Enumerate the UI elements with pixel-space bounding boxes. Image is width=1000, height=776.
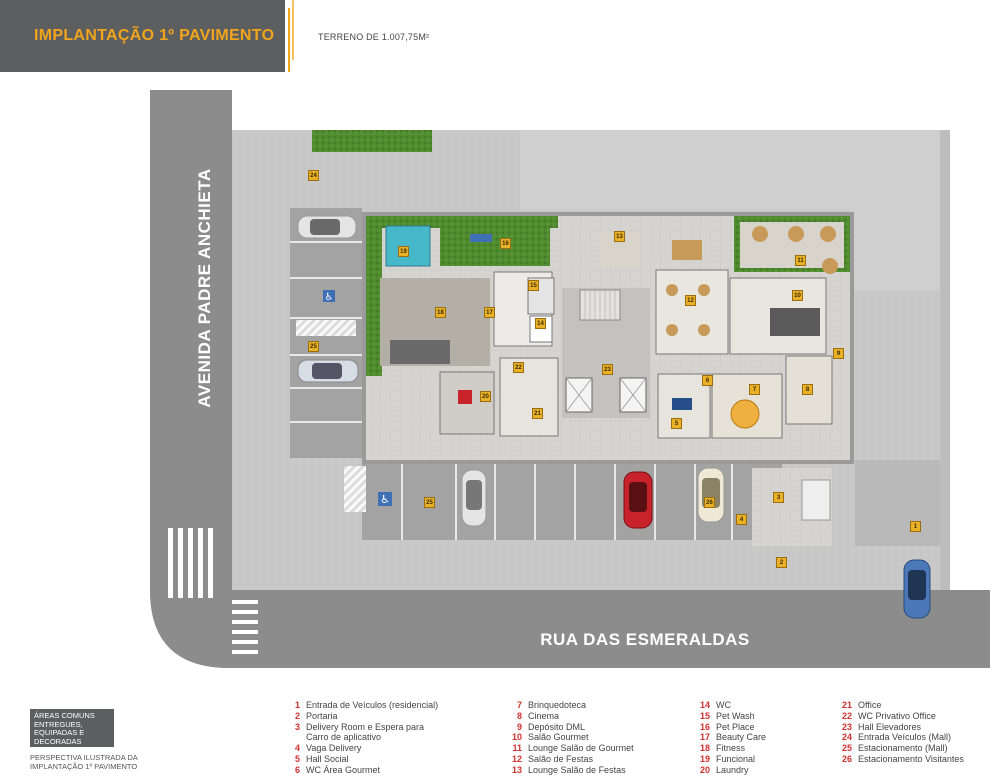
marker-18: 18 [435,307,446,318]
svg-text:♿: ♿ [325,292,334,303]
marker-16: 16 [500,238,511,249]
header-accent [288,0,300,72]
marker-3: 3 [773,492,784,503]
areas-comuns-badge: ÁREAS COMUNS ENTREGUES, EQUIPADAS E DECO… [30,709,114,747]
marker-1: 1 [910,521,921,532]
marker-5: 5 [671,418,682,429]
marker-2: 2 [776,557,787,568]
marker-12: 12 [685,295,696,306]
car-blue [903,559,931,619]
marker-21: 21 [532,408,543,419]
legend-item: 0Carro de aplicativo [306,732,382,743]
site-plan-drawing: ♿ ♿ [150,90,990,668]
marker-4: 4 [736,514,747,525]
marker-15: 15 [528,280,539,291]
perspectiva-caption: PERSPECTIVA ILUSTRADA DA IMPLANTAÇÃO 1º … [30,753,138,771]
crosswalk-horizontal [232,600,258,654]
parking-left: ♿ [290,208,362,458]
terreno-area: TERRENO DE 1.007,75M² [318,32,430,42]
marker-25-left: 25 [308,341,319,352]
marker-7: 7 [749,384,760,395]
marker-19: 19 [398,246,409,257]
crosswalk-vertical [168,528,213,598]
marker-17: 17 [484,307,495,318]
garden-strip [312,130,432,152]
building [362,212,854,464]
site-plan: ♿ ♿ [150,90,990,668]
marker-26: 26 [704,497,715,508]
marker-11: 11 [795,255,806,266]
marker-13: 13 [614,231,625,242]
marker-9: 9 [833,348,844,359]
street-avenida-padre-anchieta: AVENIDA PADRE ANCHIETA [195,168,214,408]
marker-25-bottom: 25 [424,497,435,508]
marker-10: 10 [792,290,803,301]
svg-text:♿: ♿ [380,493,390,506]
marker-6: 6 [702,375,713,386]
marker-22: 22 [513,362,524,373]
marker-24: 24 [308,170,319,181]
header-band: IMPLANTAÇÃO 1º PAVIMENTO [0,0,285,72]
marker-20: 20 [480,391,491,402]
marker-23: 23 [602,364,613,375]
parking-bottom: ♿ [344,462,782,540]
marker-14: 14 [535,318,546,329]
street-rua-das-esmeraldas: RUA DAS ESMERALDAS [540,630,750,649]
page-title: IMPLANTAÇÃO 1º PAVIMENTO [34,27,275,44]
marker-8: 8 [802,384,813,395]
